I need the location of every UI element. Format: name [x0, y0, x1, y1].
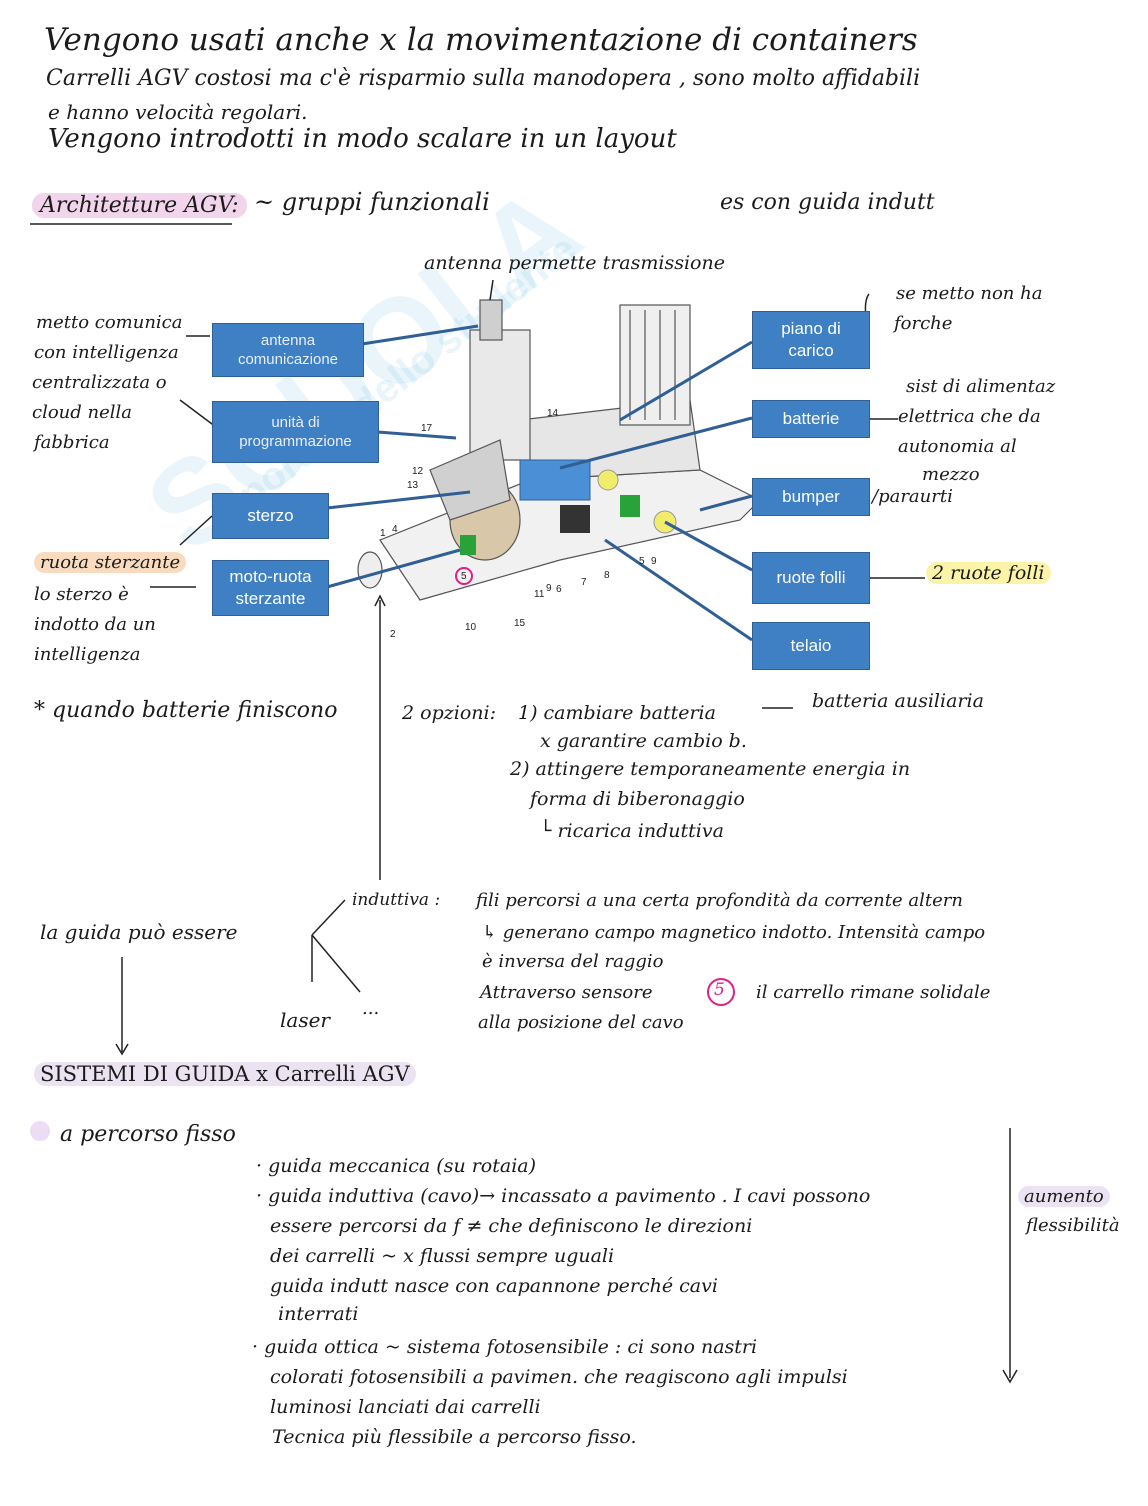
label-batteries: batterie	[752, 400, 870, 438]
part-number: 14	[547, 408, 559, 419]
label-motor-wheel: moto-ruota sterzante	[212, 560, 329, 616]
part-number: 6	[556, 584, 562, 595]
architecture-title: Architetture AGV:	[32, 193, 247, 218]
left-note-line: centralizzata o	[32, 372, 167, 393]
part-number: 12	[412, 466, 424, 477]
left-note-line: con intelligenza	[34, 342, 179, 363]
part-number: 17	[421, 423, 433, 434]
left-note-line: metto comunica	[36, 312, 183, 333]
laser-label: laser	[280, 1008, 330, 1032]
fixed-path-item: colorati fotosensibili a pavimen. che re…	[270, 1366, 848, 1388]
battery-note-line: mezzo	[922, 464, 980, 485]
fixed-path-item: essere percorsi da f ≠ che definiscono l…	[270, 1215, 753, 1237]
part-number: 7	[581, 577, 587, 588]
architecture-subtitle: ~ gruppi funzionali	[254, 188, 490, 216]
battery-option-2-c: └ ricarica induttiva	[540, 820, 724, 842]
load-note-line: se metto non ha	[896, 283, 1043, 304]
fixed-path-item: · guida induttiva (cavo)→ incassato a pa…	[256, 1185, 871, 1207]
architecture-example: es con guida indutt	[720, 190, 935, 215]
fixed-path-item: dei carrelli ~ x flussi sempre uguali	[270, 1245, 615, 1267]
bumper-note: /paraurti	[872, 486, 953, 507]
part-number: 11	[534, 589, 545, 600]
battery-note-line: sist di alimentaz	[906, 376, 1056, 397]
sensor-number: 5	[714, 980, 725, 1000]
part-number: 4	[392, 524, 398, 535]
load-note-line: forche	[894, 313, 953, 334]
steering-note-line: lo sterzo è	[34, 584, 129, 605]
fixed-path-title: a percorso fisso	[60, 1122, 236, 1147]
induttiva-line-5: alla posizione del cavo	[478, 1012, 684, 1033]
label-frame: telaio	[752, 622, 870, 670]
guide-systems-title: SISTEMI DI GUIDA x Carrelli AGV	[34, 1062, 416, 1086]
battery-options-label: 2 opzioni:	[402, 702, 496, 724]
flexibility-label-1: aumento	[1018, 1186, 1110, 1207]
fixed-path-item: · guida ottica ~ sistema fotosensibile :…	[252, 1336, 758, 1358]
induttiva-line-3: è inversa del raggio	[482, 951, 664, 972]
label-programming-unit: unità di programmazione	[212, 401, 379, 463]
fixed-path-item: · guida meccanica (su rotaia)	[256, 1155, 537, 1177]
antenna-note: antenna permette trasmissione	[424, 252, 725, 274]
battery-star-line: * quando batterie finiscono	[34, 698, 338, 723]
induttiva-line-4a: Attraverso sensore	[480, 982, 653, 1003]
intro-line-3: e hanno velocità regolari.	[48, 100, 308, 124]
idle-wheels-note: 2 ruote folli	[926, 562, 1051, 584]
intro-line-2: Carrelli AGV costosi ma c'è risparmio su…	[46, 66, 921, 91]
label-bumper: bumper	[752, 478, 870, 516]
part-number: 13	[407, 480, 419, 491]
intro-line-4: Vengono introdotti in modo scalare in un…	[48, 124, 677, 154]
steering-note-line: indotto da un	[34, 614, 156, 635]
fixed-path-item: guida indutt nasce con capannone perché …	[270, 1275, 718, 1297]
fixed-path-item: Tecnica più flessibile a percorso fisso.	[272, 1426, 637, 1448]
battery-option-2-b: forma di biberonaggio	[530, 788, 745, 810]
battery-option-1: 1) cambiare batteria	[518, 702, 716, 724]
fixed-path-item: luminosi lanciati dai carrelli	[270, 1396, 541, 1418]
part-number: 9	[546, 583, 552, 594]
label-idle-wheels: ruote folli	[752, 552, 870, 604]
induttiva-line-1: fili percorsi a una certa profondità da …	[476, 890, 963, 911]
induttiva-label: induttiva :	[352, 890, 441, 910]
battery-option-1-sub: x garantire cambio b.	[540, 730, 747, 752]
battery-option-1-result: batteria ausiliaria	[812, 690, 984, 712]
steering-wheel-label: ruota sterzante	[34, 552, 187, 573]
intro-line-1: Vengono usati anche x la movimentazione …	[44, 22, 918, 58]
label-steering: sterzo	[212, 493, 329, 539]
guide-label: la guida può essere	[40, 920, 238, 944]
fixed-path-item: interrati	[278, 1303, 359, 1325]
part-number: 15	[514, 618, 526, 629]
label-load-plane: piano di carico	[752, 311, 870, 369]
part-number: 5	[461, 571, 467, 582]
part-number: 2	[390, 629, 396, 640]
left-note-line: fabbrica	[34, 432, 110, 453]
battery-note-line: autonomia al	[898, 436, 1017, 457]
part-number: 8	[604, 570, 610, 581]
steering-note-line: intelligenza	[34, 644, 141, 665]
label-antenna: antenna comunicazione	[212, 323, 364, 377]
guide-ellipsis: ...	[362, 998, 380, 1019]
induttiva-line-2: ↳ generano campo magnetico indotto. Inte…	[482, 922, 986, 943]
part-number: 10	[465, 622, 477, 633]
battery-option-2: 2) attingere temporaneamente energia in	[510, 758, 911, 780]
left-note-line: cloud nella	[32, 402, 133, 423]
part-number: 5	[639, 556, 645, 567]
flexibility-label-2: flessibilità	[1026, 1215, 1120, 1236]
battery-note-line: elettrica che da	[898, 406, 1041, 427]
part-number: 9	[651, 556, 657, 567]
part-number: 1	[380, 528, 386, 539]
induttiva-line-4b: il carrello rimane solidale	[756, 982, 991, 1003]
